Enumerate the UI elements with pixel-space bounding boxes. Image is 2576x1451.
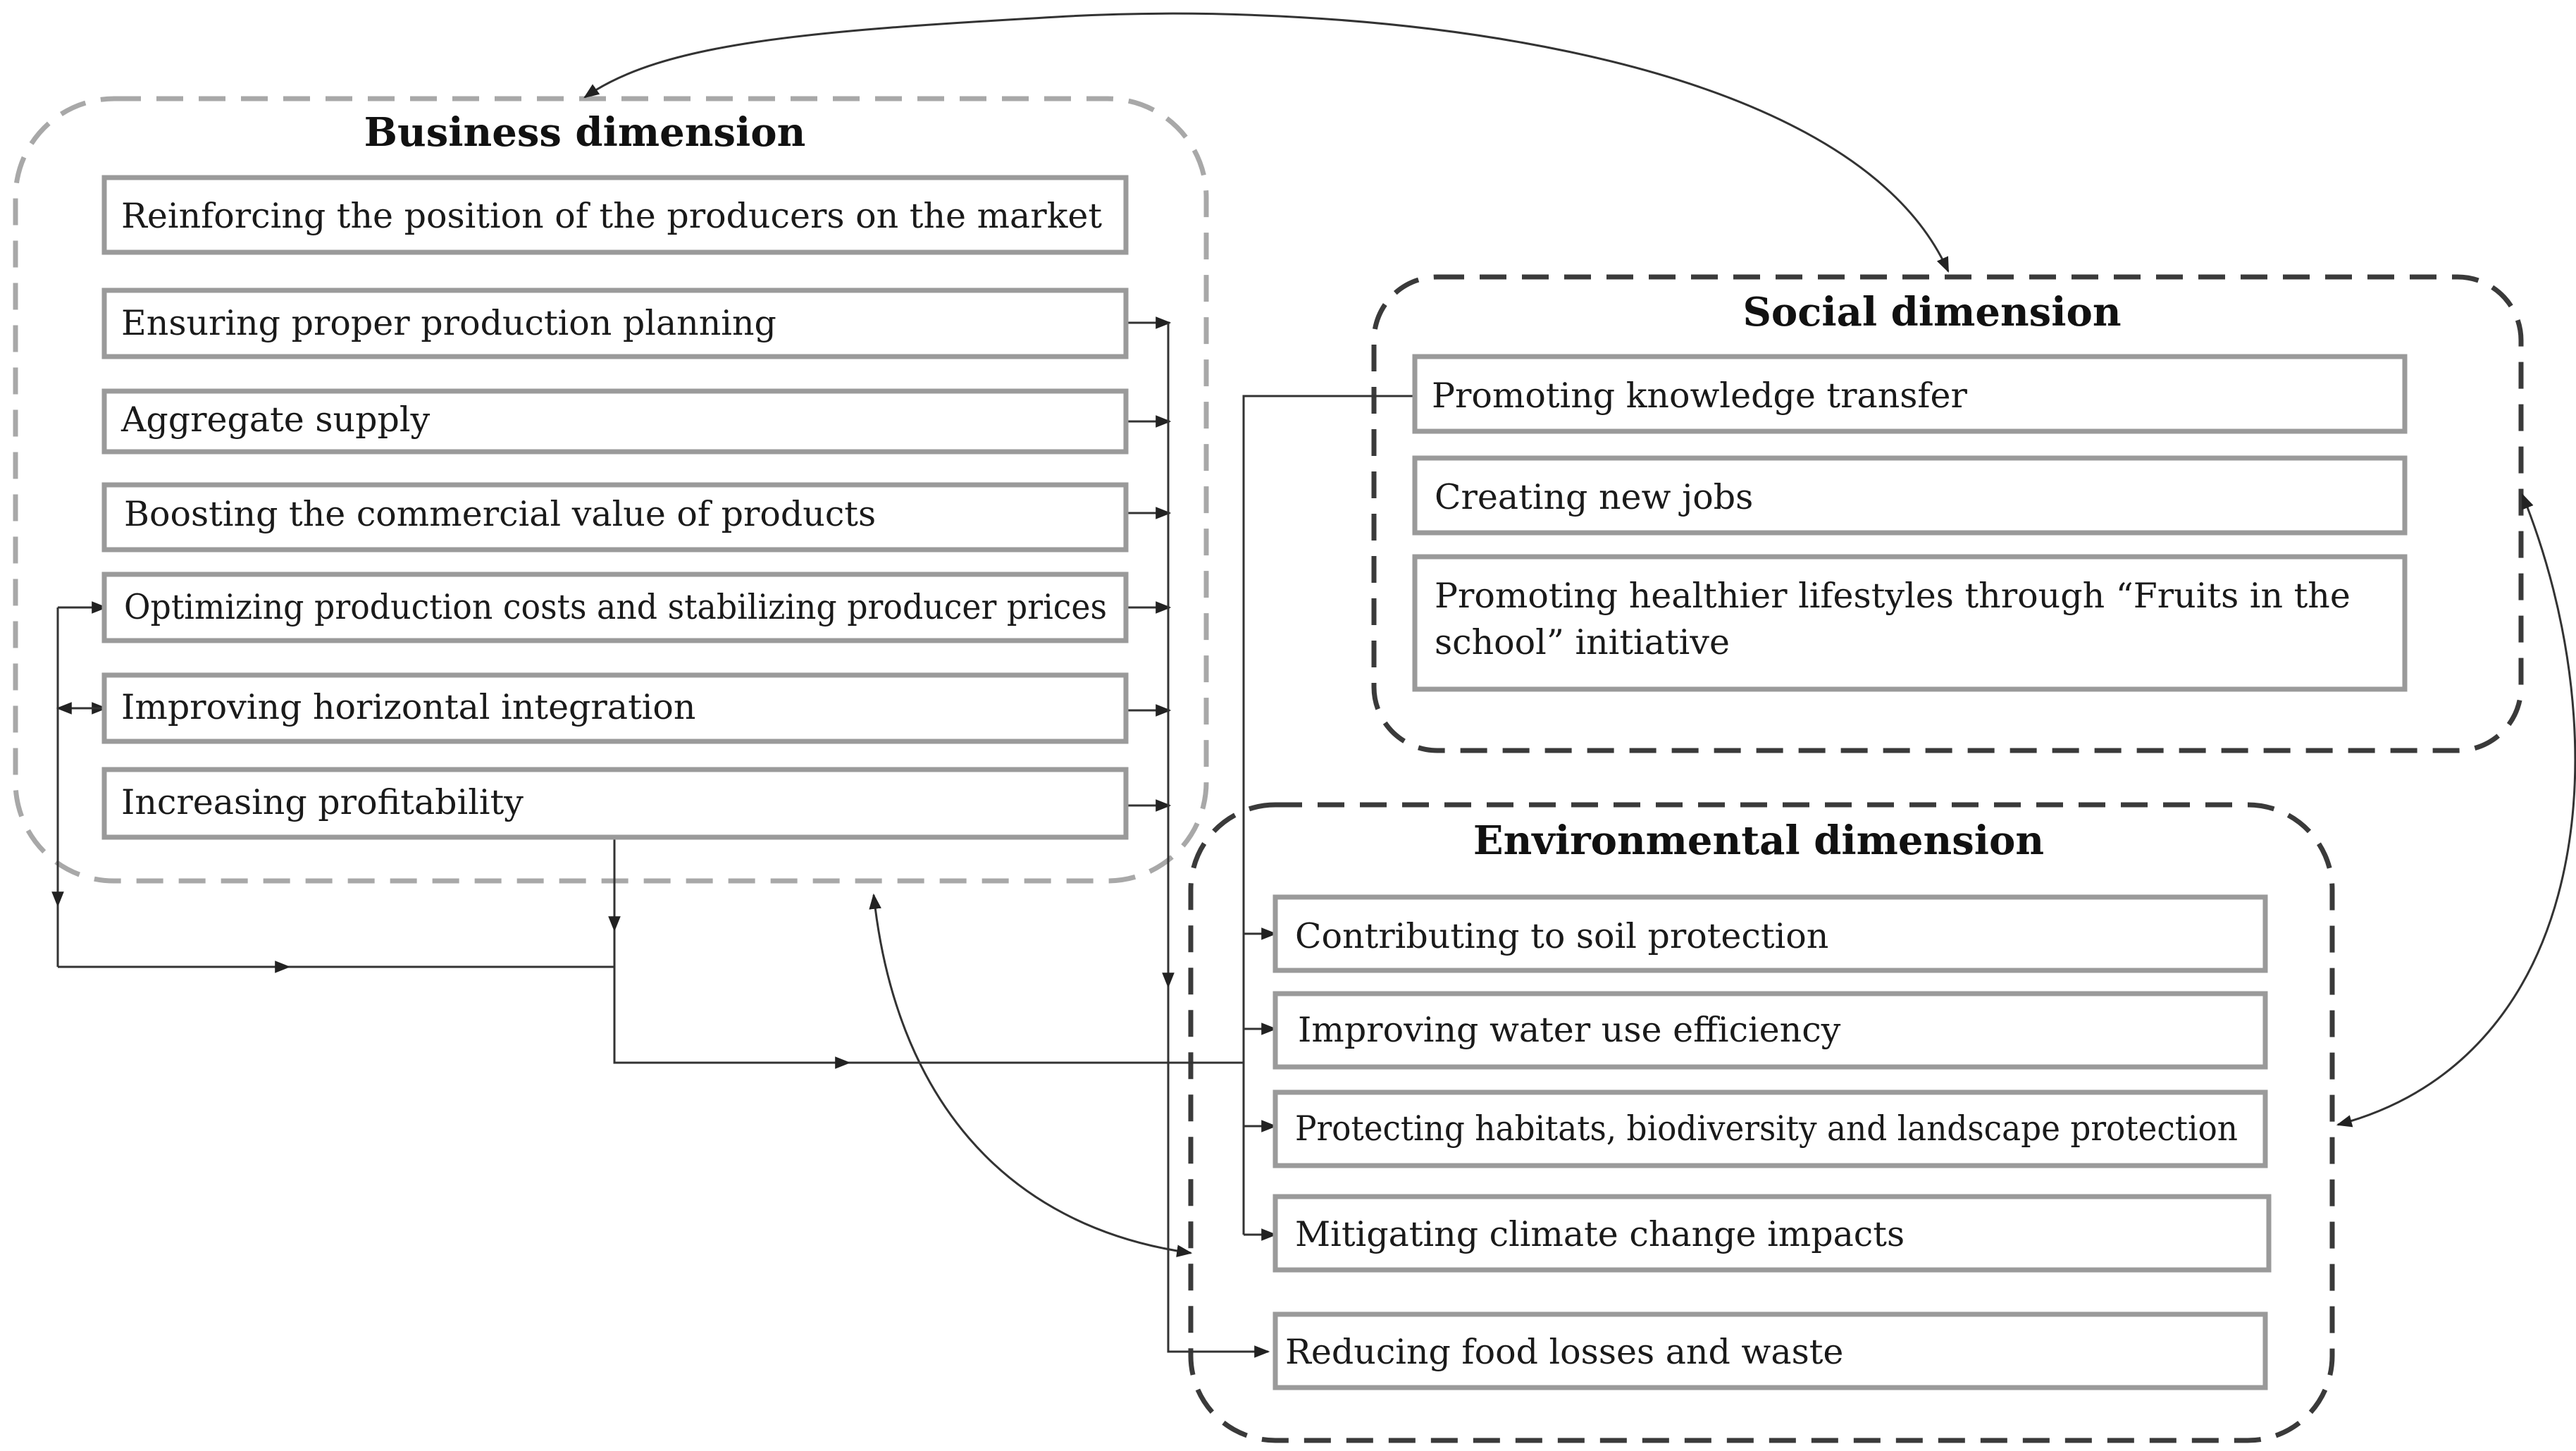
environmental-item: Reducing food losses and waste (1272, 1311, 2268, 1390)
environmental-item: Mitigating climate change impacts (1272, 1194, 2272, 1273)
business-items: Reinforcing the position of the producer… (101, 175, 1129, 840)
environmental-item-label: Protecting habitats, biodiversity and la… (1295, 1109, 2238, 1149)
business-item: Reinforcing the position of the producer… (101, 175, 1129, 255)
business-item-label: Reinforcing the position of the producer… (121, 196, 1102, 236)
business-item-label: Optimizing production costs and stabiliz… (124, 587, 1107, 627)
business-item: Ensuring proper production planning (101, 288, 1129, 359)
social-item-label-line1: Promoting healthier lifestyles through “… (1435, 576, 2351, 616)
environmental-item: Protecting habitats, biodiversity and la… (1272, 1089, 2268, 1168)
business-item-label: Boosting the commercial value of product… (124, 494, 876, 534)
social-items: Promoting knowledge transfer Creating ne… (1412, 354, 2408, 692)
business-item: Boosting the commercial value of product… (101, 482, 1129, 552)
social-item: Promoting healthier lifestyles through “… (1412, 554, 2408, 692)
business-item: Aggregate supply (101, 388, 1129, 455)
connectors (51, 12, 2576, 1358)
environmental-dimension-group: Environmental dimension (1188, 802, 2335, 1443)
business-item-label: Aggregate supply (120, 400, 430, 440)
social-item-label: Promoting knowledge transfer (1432, 376, 1968, 416)
social-item: Promoting knowledge transfer (1412, 354, 2408, 434)
business-dimension-title: Business dimension (364, 109, 806, 156)
environmental-item-label: Contributing to soil protection (1295, 916, 1828, 956)
environmental-item-label: Reducing food losses and waste (1285, 1332, 1843, 1372)
environmental-item: Contributing to soil protection (1272, 894, 2268, 973)
environmental-item: Improving water use efficiency (1272, 991, 2268, 1070)
business-item: Improving horizontal integration (101, 672, 1129, 744)
environmental-items: Contributing to soil protection Improvin… (1272, 894, 2272, 1390)
social-dimension-title: Social dimension (1742, 289, 2121, 335)
social-item-label-line2: school” initiative (1435, 622, 1730, 662)
business-item: Optimizing production costs and stabiliz… (101, 572, 1129, 643)
business-item: Increasing profitability (101, 767, 1129, 840)
environmental-dimension-title: Environmental dimension (1473, 817, 2044, 864)
business-item-label: Ensuring proper production planning (121, 303, 776, 343)
environmental-item-label: Mitigating climate change impacts (1295, 1214, 1905, 1254)
business-item-label: Improving horizontal integration (121, 687, 696, 727)
social-item: Creating new jobs (1412, 455, 2408, 536)
environmental-item-label: Improving water use efficiency (1298, 1010, 1841, 1050)
business-item-label: Increasing profitability (121, 782, 524, 822)
social-item-label: Creating new jobs (1435, 477, 1753, 517)
